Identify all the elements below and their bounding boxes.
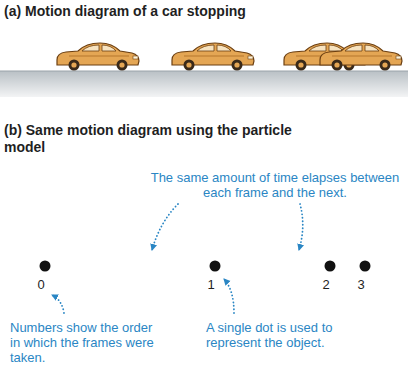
callout-note: The same amount of time elapses between … — [146, 170, 404, 200]
panel-heading: (b) Same motion diagram using the partic… — [4, 122, 304, 156]
leader-arrow — [299, 204, 303, 250]
particle-dot — [325, 261, 336, 272]
car-frame — [57, 43, 139, 71]
frame-number: 0 — [31, 277, 51, 292]
road-edge — [0, 71, 408, 72]
leader-arrow — [52, 295, 64, 313]
leader-arrow — [224, 279, 234, 313]
callout-note: A single dot is used to represent the ob… — [206, 320, 356, 350]
frame-number: 3 — [351, 277, 371, 292]
car-frame — [172, 43, 254, 71]
leader-arrow — [152, 204, 178, 250]
road — [0, 71, 408, 97]
car-frame — [320, 43, 402, 71]
callout-note: Numbers show the order in which the fram… — [10, 320, 160, 365]
particle-dot — [210, 261, 221, 272]
particle-dot — [40, 261, 51, 272]
frame-number: 2 — [316, 277, 336, 292]
panel-heading: (a) Motion diagram of a car stopping — [4, 3, 364, 20]
frame-number: 1 — [201, 277, 221, 292]
particle-dot — [360, 261, 371, 272]
